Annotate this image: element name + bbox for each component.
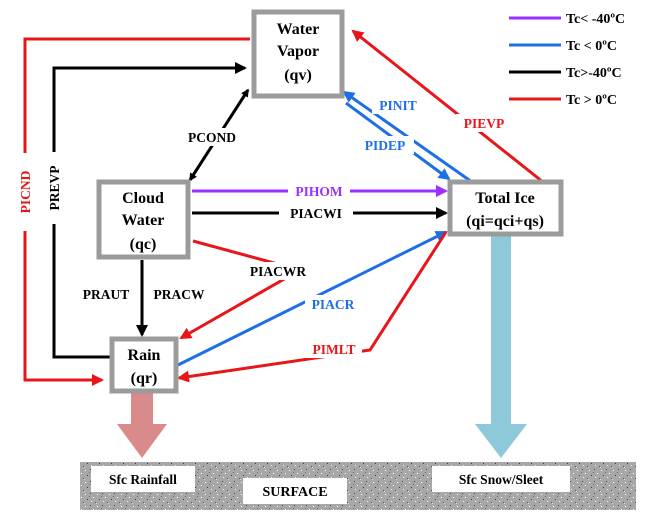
praut-label: PRAUT <box>83 287 130 302</box>
svg-text:Water: Water <box>122 212 165 229</box>
piacwr-label: PIACWR <box>250 264 306 279</box>
cloud-water-box: Cloud Water (qc) <box>96 179 191 260</box>
legend-label-blue: Tc < 0ºC <box>566 39 617 54</box>
sfc-rainfall-label: Sfc Rainfall <box>109 472 177 487</box>
legend: Tc< -40ºC Tc < 0ºC Tc>-40ºC Tc > 0ºC <box>509 12 625 108</box>
pievp-label: PIEVP <box>464 116 505 131</box>
pievp-arrow <box>351 29 544 184</box>
pcond-label: PCOND <box>188 130 236 145</box>
pinit-label: PINIT <box>379 98 417 113</box>
svg-text:Vapor: Vapor <box>277 43 319 60</box>
svg-text:Rain: Rain <box>128 347 161 364</box>
picnd-label: PICND <box>18 170 33 213</box>
svg-text:(qi=qci+qs): (qi=qci+qs) <box>466 213 544 230</box>
prevp-label: PREVP <box>47 166 62 211</box>
pimlt-label: PIMLT <box>312 342 355 357</box>
snowfall-arrow <box>475 232 527 458</box>
pracw-label: PRACW <box>154 287 205 302</box>
pidep-label: PIDEP <box>365 138 406 153</box>
legend-label-purple: Tc< -40ºC <box>566 12 625 27</box>
svg-text:Cloud: Cloud <box>122 190 164 207</box>
svg-text:(qv): (qv) <box>284 67 312 84</box>
legend-label-red: Tc > 0ºC <box>566 93 617 108</box>
piacr-label: PIACR <box>312 297 355 312</box>
svg-text:(qr): (qr) <box>131 370 158 387</box>
total-ice-box: Total Ice (qi=qci+qs) <box>447 179 564 237</box>
rainfall-arrow <box>117 392 167 458</box>
legend-label-black: Tc>-40ºC <box>566 66 622 81</box>
surface-label: SURFACE <box>262 485 327 500</box>
svg-text:Water: Water <box>277 21 320 38</box>
pihom-label: PIHOM <box>295 184 343 199</box>
pimlt-arrow <box>177 231 448 383</box>
sfc-snow-sleet-label: Sfc Snow/Sleet <box>459 472 544 487</box>
piacwi-label: PIACWI <box>290 206 342 221</box>
svg-text:Total Ice: Total Ice <box>475 190 534 207</box>
rain-box: Rain (qr) <box>109 336 179 394</box>
svg-text:(qc): (qc) <box>130 236 157 253</box>
water-vapor-box: Water Vapor (qv) <box>251 9 345 99</box>
